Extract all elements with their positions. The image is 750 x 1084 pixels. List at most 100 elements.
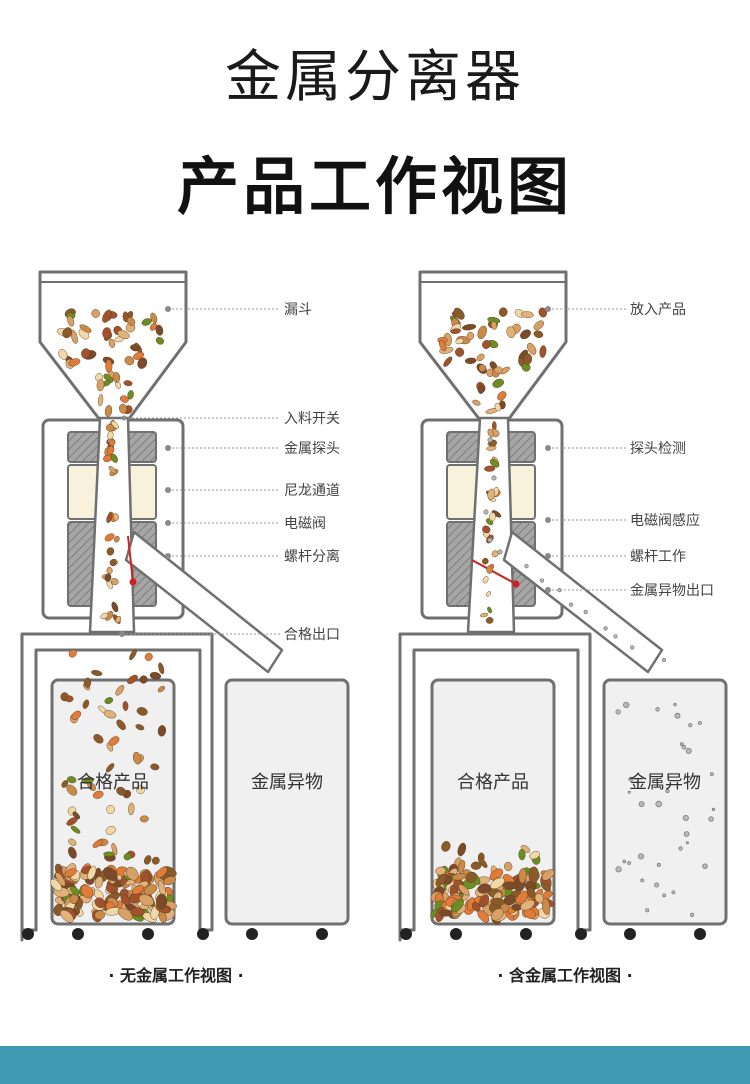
nut-particle — [472, 399, 481, 406]
nut-particle — [466, 871, 477, 883]
nut-particle — [466, 331, 475, 341]
nut-particle — [76, 898, 83, 910]
nut-particle — [492, 378, 504, 388]
nut-particle — [518, 868, 527, 884]
nut-particle — [127, 390, 134, 400]
frame-foot — [400, 928, 412, 940]
metal-particle — [638, 801, 645, 808]
nut-particle — [520, 899, 535, 911]
nut-particle — [155, 893, 168, 910]
nut-particle — [494, 402, 501, 412]
nut-particle — [68, 846, 77, 859]
nut-particle — [455, 338, 464, 345]
nut-particle — [487, 428, 494, 438]
nut-particle — [479, 612, 489, 618]
metal-particle — [627, 861, 632, 865]
nut-particle — [112, 372, 121, 383]
metal-particle — [661, 657, 667, 663]
nut-particle — [128, 802, 135, 816]
metal-particle — [709, 772, 714, 777]
nut-particle — [70, 886, 80, 896]
nut-particle — [490, 321, 498, 330]
metal-particle — [683, 831, 690, 837]
frame-foot — [197, 928, 209, 940]
nut-particle — [521, 362, 531, 372]
nut-particle — [144, 652, 153, 661]
nut-pile — [430, 863, 555, 925]
nut-particle — [477, 384, 485, 394]
nut-particle — [139, 815, 149, 823]
nut-particle — [132, 885, 144, 895]
nut-particle — [119, 403, 128, 414]
nut-particle — [439, 909, 451, 917]
metal-particle — [637, 853, 644, 860]
metal-particle — [622, 859, 626, 864]
nut-particle — [151, 856, 160, 865]
nut-particle — [117, 907, 133, 921]
nut-pile — [50, 863, 177, 923]
wheel — [142, 928, 154, 940]
nut-particle — [103, 851, 115, 857]
nut-particle — [108, 736, 120, 746]
nut-particle — [138, 894, 154, 907]
nut-particles — [437, 307, 547, 874]
label-probe: 金属探头 — [284, 441, 340, 457]
nut-particle — [139, 675, 148, 684]
metal-particle — [630, 645, 635, 650]
nut-particle — [498, 307, 508, 317]
nut-particle — [123, 380, 133, 387]
nut-particle — [109, 559, 117, 567]
nut-particle — [122, 701, 129, 711]
metal-particle — [603, 626, 608, 631]
nut-particle — [135, 724, 145, 731]
frame-foot — [575, 928, 587, 940]
metal-particle — [685, 747, 692, 754]
nut-particle — [487, 606, 492, 614]
nut-particle — [68, 649, 77, 658]
nut-particle — [93, 734, 104, 744]
label-nylon: 尼龙通道 — [284, 483, 340, 499]
metal-particle — [656, 862, 661, 867]
nut-particle — [110, 578, 119, 586]
nut-particle — [155, 866, 168, 879]
nut-particle — [149, 322, 157, 331]
callout-dots — [545, 306, 551, 593]
nut-particle — [107, 445, 115, 455]
nut-particle — [441, 841, 451, 852]
label-screw: 螺杆分离 — [284, 548, 340, 565]
nut-particle — [58, 349, 68, 360]
footer-band — [0, 1046, 750, 1084]
metal-particle — [524, 564, 529, 569]
nut-particle — [126, 866, 139, 881]
wheel — [450, 928, 462, 940]
metal-particle — [685, 841, 689, 845]
nut-particle — [106, 512, 113, 523]
nut-particle — [452, 873, 467, 881]
metal-particle — [487, 537, 493, 543]
nut-particle — [541, 869, 555, 881]
diverter-rod — [471, 559, 517, 585]
callout-lines — [122, 308, 280, 635]
label-valve: 电磁阀感应 — [630, 512, 700, 529]
nut-particle — [518, 848, 526, 861]
nut-particle — [120, 893, 131, 906]
metal-particle — [491, 475, 497, 481]
metal-bin-label: 金属异物 — [251, 772, 323, 793]
nut-particle — [136, 785, 145, 794]
page-subtitle: 产品工作视图 — [176, 150, 573, 223]
nut-particle — [489, 512, 496, 522]
metal-particle — [613, 634, 618, 639]
label-probe: 探头检测 — [630, 441, 686, 457]
nut-particle — [489, 458, 500, 468]
nut-particle — [126, 316, 136, 326]
diverter-pivot — [512, 580, 520, 588]
metal-particle — [689, 912, 695, 918]
wheel — [694, 928, 706, 940]
metal-particle — [662, 893, 667, 898]
nut-particle — [477, 325, 487, 340]
metal-particle — [615, 709, 621, 715]
nut-particle — [133, 351, 145, 360]
nut-particle — [115, 616, 122, 624]
nut-particle — [116, 719, 126, 731]
callout-labels: 漏斗 入料开关 金属探头 尼龙通道 电磁阀 螺杆分离 合格出口 — [284, 302, 340, 643]
